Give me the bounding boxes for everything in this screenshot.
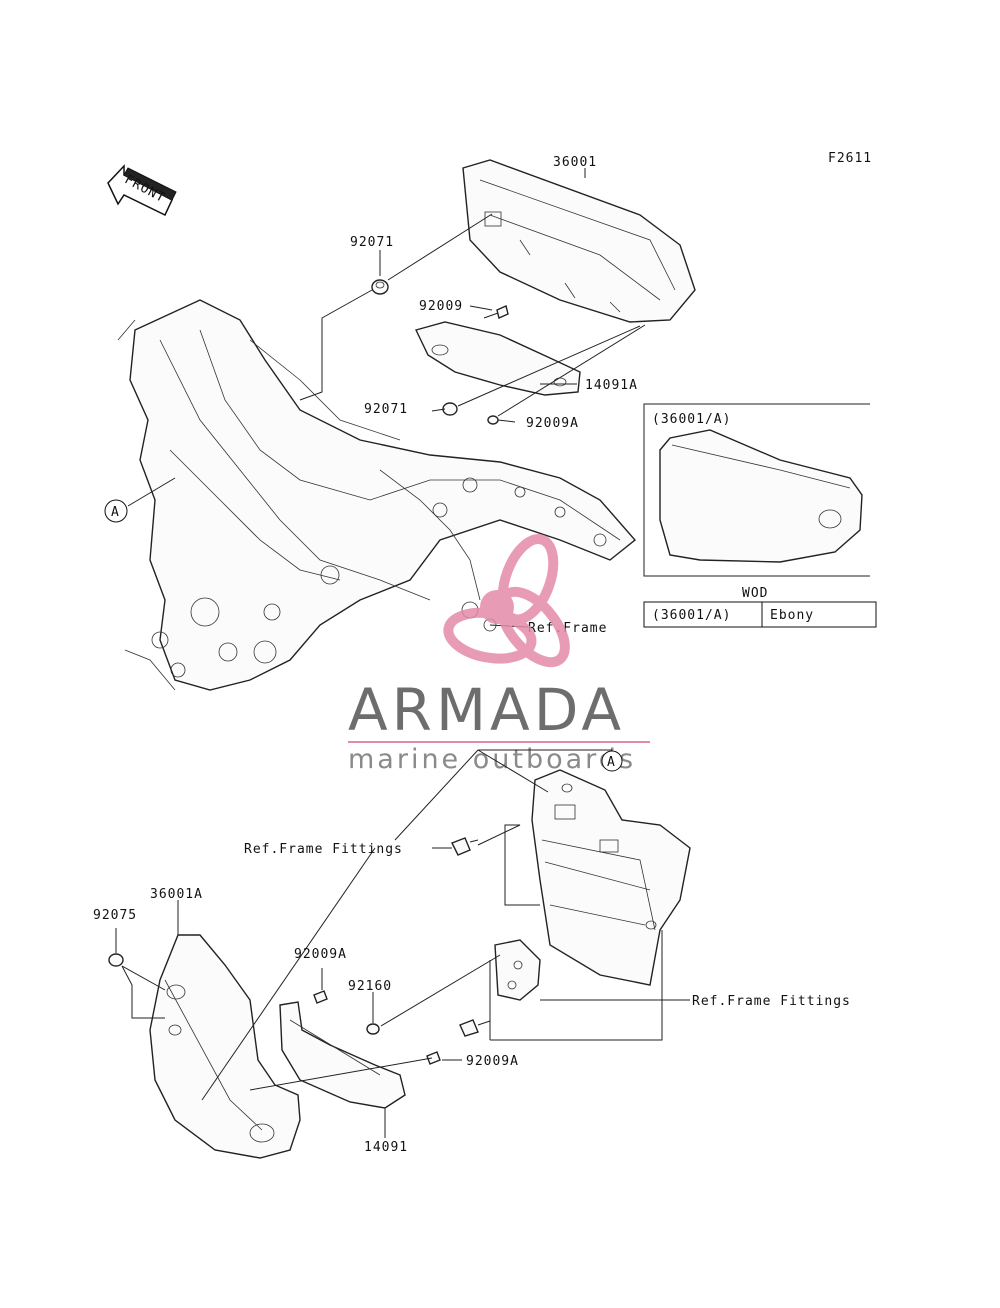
callout-92009A-mid: 92009A [294, 947, 347, 962]
callout-92009A-low: 92009A [466, 1054, 519, 1069]
battery-bracket [531, 769, 691, 986]
bolt-92009A-top [487, 415, 499, 425]
callout-ref-frame-fittings-1: Ref.Frame Fittings [244, 842, 403, 857]
ref-marker-a-upper: A [104, 499, 128, 523]
bracket-plate [494, 939, 541, 1001]
bolt-92009 [483, 305, 509, 319]
leader-lines-lower [115, 749, 690, 1138]
callout-14091: 14091 [364, 1140, 408, 1155]
color-table: WOD (36001/A) Ebony [643, 586, 877, 628]
callout-92071-top: 92071 [350, 235, 394, 250]
watermark-brand: ARMADA [348, 676, 625, 744]
callout-ref-frame: Ref.Frame [528, 621, 607, 636]
callout-92075: 92075 [93, 908, 137, 923]
grommet-92071-mid [442, 402, 458, 416]
leader-lines-upper [127, 168, 646, 628]
front-arrow-icon: FRONT [107, 164, 177, 217]
callout-36001A: 36001A [150, 887, 203, 902]
watermark-tagline: marine outboards [348, 744, 636, 775]
washer-92160 [366, 1023, 380, 1035]
armada-logo-icon [443, 534, 570, 668]
motorcycle-frame [117, 299, 637, 691]
nut-92075 [108, 953, 124, 967]
ref-marker-a-lower: A [601, 750, 623, 772]
side-cover-36001 [462, 159, 696, 323]
color-table-part: (36001/A) [652, 608, 731, 623]
callout-ref-frame-fittings-2: Ref.Frame Fittings [692, 994, 851, 1009]
callout-14091A: 14091A [585, 378, 638, 393]
cover-14091 [279, 1001, 406, 1109]
callout-92009A-top: 92009A [526, 416, 579, 431]
callout-92160: 92160 [348, 979, 392, 994]
bolt-fitting-top [451, 837, 479, 856]
bolt-92009A-low [426, 1051, 441, 1065]
figure-code: F2611 [828, 151, 872, 166]
color-table-header: WOD [742, 586, 768, 601]
callout-92009: 92009 [419, 299, 463, 314]
svg-text:A: A [111, 505, 120, 520]
side-cover-36001A [149, 934, 301, 1159]
callout-36001: 36001 [553, 155, 597, 170]
inset-label: (36001/A) [652, 412, 731, 427]
bolt-fitting-low [459, 1019, 491, 1037]
grommet-92071-top [371, 279, 389, 295]
cover-14091A [415, 321, 581, 396]
color-table-color: Ebony [770, 608, 814, 623]
inset-panel: (36001/A) [643, 403, 870, 577]
callout-92071-mid: 92071 [364, 402, 408, 417]
bolt-92009A-mid [313, 990, 328, 1004]
svg-text:A: A [607, 755, 616, 770]
